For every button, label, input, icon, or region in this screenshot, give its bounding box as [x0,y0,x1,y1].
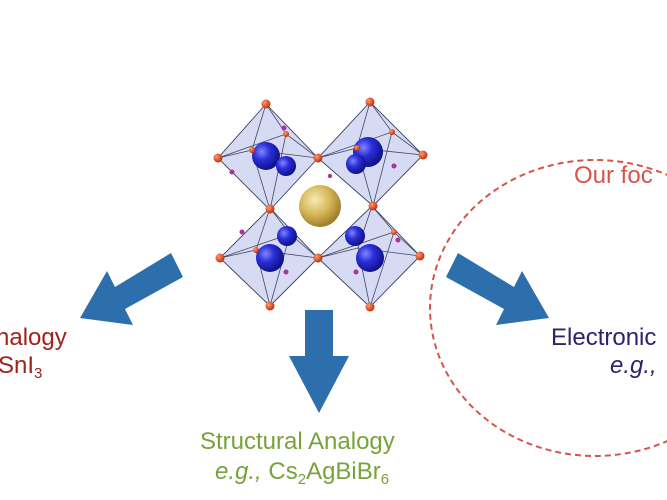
b-atom-6 [277,226,297,246]
small-atom [391,163,397,169]
middle-formula-part1: Cs [268,458,298,485]
arrow-left [80,253,183,325]
focus-ellipse [429,159,667,457]
a-site-atom [299,185,341,227]
b-atom-1 [252,142,280,170]
left-label-line1: nalogy [0,324,67,351]
middle-formula-part2: AgBiBr [306,458,381,485]
x-atom [313,153,323,163]
small-atom [353,269,359,275]
x-atom [313,253,323,263]
x-atom [249,147,255,153]
small-atoms [229,125,401,275]
b-atom-5 [256,244,284,272]
perovskite-crystal-structure [213,97,428,312]
x-atom [418,150,428,160]
x-atom [365,97,375,107]
middle-label-line2: e.g., Cs2AgBiBr6 [215,458,390,488]
x-atom [283,131,289,137]
middle-formula-sub1: 2 [297,471,307,488]
x-atom [391,229,397,235]
small-atom [327,173,333,179]
x-atom [365,302,375,312]
middle-label-line1: Structural Analogy [200,428,395,455]
x-atom [389,129,395,135]
arrow-right [446,253,549,325]
small-atom [281,125,287,131]
b-site-atoms [252,137,384,272]
small-atom [395,237,401,243]
x-atom [368,201,378,211]
right-label-line2: e.g., [610,352,657,379]
small-atom [229,169,235,175]
x-atom [261,99,271,109]
x-atom [265,204,275,214]
arrow-down [289,310,349,413]
x-atom [265,301,275,311]
x-atom [415,251,425,261]
middle-eg: e.g., [215,458,262,485]
left-label-line2: SnI3 [0,352,43,382]
x-atom [213,153,223,163]
left-formula-main: SnI [0,352,35,379]
b-atom-4 [346,154,366,174]
focus-label: Our foc [574,162,653,189]
small-atom [239,229,245,235]
small-atom [283,269,289,275]
b-atom-2 [276,156,296,176]
x-atom [354,145,360,151]
middle-formula-sub2: 6 [380,471,390,488]
left-formula-sub: 3 [34,365,43,382]
x-atom [253,247,259,253]
x-atom [215,253,225,263]
b-atom-8 [345,226,365,246]
x-site-atoms [213,97,428,312]
right-label-line1: Electronic [551,324,657,351]
b-atom-7 [356,244,384,272]
